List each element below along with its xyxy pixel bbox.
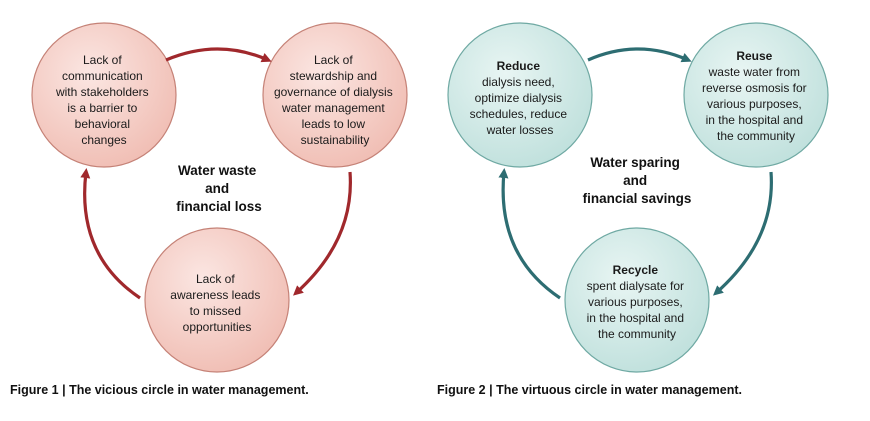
- figure-1-center-label: Water waste and financial loss: [176, 163, 262, 214]
- figure-1-vicious-circle: Lack of communication with stakeholders …: [31, 22, 408, 373]
- figure-2-node-reduce: Reduce dialysis need, optimize dialysis …: [447, 22, 593, 168]
- node-circle: [683, 22, 829, 168]
- figure-2-node-recycle: Recycle spent dialysate for various purp…: [564, 227, 710, 373]
- figure-1-node-awareness: Lack of awareness leads to missed opport…: [144, 227, 290, 373]
- node-text: Recycle spent dialysate for various purp…: [587, 263, 688, 341]
- arrow-stewardship-to-awareness: [293, 171, 352, 296]
- figure-1-caption: Figure 1 | The vicious circle in water m…: [10, 383, 309, 397]
- node-circle: [31, 22, 177, 168]
- arrow-communication-to-stewardship: [165, 47, 272, 63]
- node-circle: [262, 22, 408, 168]
- node-circle: [144, 227, 290, 373]
- figure-1-node-stewardship: Lack of stewardship and governance of di…: [262, 22, 408, 168]
- node-text: Lack of stewardship and governance of di…: [274, 53, 396, 147]
- node-circle: [447, 22, 593, 168]
- node-text: Lack of awareness leads to missed opport…: [170, 272, 263, 334]
- arrow-reuse-to-recycle: [713, 171, 773, 296]
- node-text: Reuse waste water from reverse osmosis f…: [702, 49, 810, 143]
- figure-2-virtuous-circle: Reduce dialysis need, optimize dialysis …: [447, 22, 829, 373]
- figure-2-center-label: Water sparing and financial savings: [583, 155, 692, 206]
- figure-2-node-reuse: Reuse waste water from reverse osmosis f…: [683, 22, 829, 168]
- arrow-recycle-to-reduce: [498, 168, 561, 300]
- node-circle: [564, 227, 710, 373]
- figure-2-caption: Figure 2 | The virtuous circle in water …: [437, 383, 742, 397]
- node-text: Reduce dialysis need, optimize dialysis …: [470, 59, 571, 137]
- node-text: Lack of communication with stakeholders …: [55, 53, 152, 147]
- arrow-reduce-to-reuse: [587, 47, 692, 63]
- figure-1-node-communication: Lack of communication with stakeholders …: [31, 22, 177, 168]
- arrow-awareness-to-communication: [80, 168, 141, 300]
